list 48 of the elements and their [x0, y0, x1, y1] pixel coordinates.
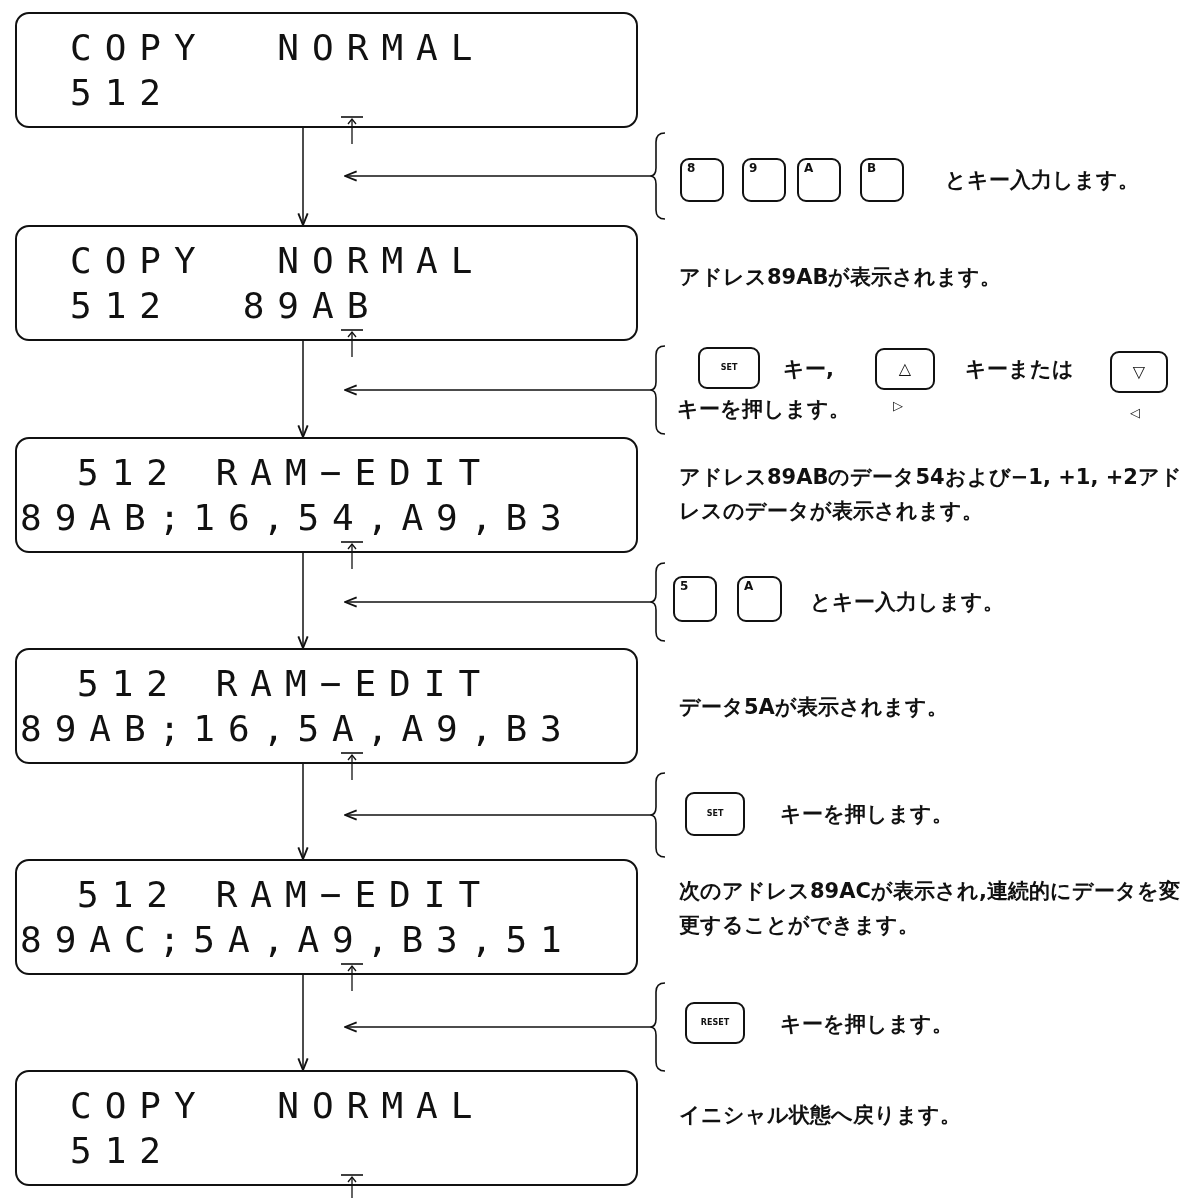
arrow	[344, 384, 651, 396]
arrow	[344, 170, 651, 182]
instruction-text: キーを押します。	[677, 396, 850, 423]
instruction-text: キーを押します。	[780, 1011, 953, 1038]
direction-symbol: ▷	[893, 397, 903, 415]
instruction-text: キーを押します。	[780, 801, 953, 828]
display-text: 512 RAM−EDIT	[77, 664, 494, 704]
display-text: 89AC;5A,A9,B3,51	[20, 920, 575, 960]
key-icon: 8	[680, 158, 724, 202]
key-icon: SET	[685, 792, 745, 836]
display-text: 89AB;16,5A,A9,B3	[20, 709, 575, 749]
arrow	[297, 127, 309, 226]
direction-symbol: ◁	[1130, 404, 1140, 422]
instruction-text: とキー入力します。	[945, 167, 1139, 194]
key-icon: RESET	[685, 1002, 745, 1044]
instruction-text: キーまたは	[965, 356, 1074, 383]
arrow	[297, 974, 309, 1071]
display-text: 89AB;16,54,A9,B3	[20, 498, 575, 538]
key-icon: △	[875, 348, 935, 390]
lcd-display	[15, 12, 638, 128]
key-icon: ▽	[1110, 351, 1168, 393]
arrow	[297, 552, 309, 649]
arrow	[297, 340, 309, 438]
description-text: アドレス89ABのデータ54および−1, +1, +2アドレスのデータが表示されます。	[679, 464, 1183, 525]
key-icon: A	[737, 576, 782, 622]
key-icon: SET	[698, 347, 760, 389]
display-text: 512	[70, 1131, 175, 1171]
instruction-text: とキー入力します。	[810, 589, 1004, 616]
display-text: 512 RAM−EDIT	[77, 453, 494, 493]
arrow	[344, 596, 651, 608]
instruction-text: キー,	[783, 356, 834, 383]
display-text: 512 RAM−EDIT	[77, 875, 494, 915]
description-text: アドレス89ABが表示されます。	[679, 264, 1003, 291]
display-text: COPY NORMAL	[70, 241, 486, 281]
key-icon: B	[860, 158, 904, 202]
description-text: 次のアドレス89ACが表示され,連続的にデータを変更することができます。	[679, 878, 1181, 939]
key-icon: 9	[742, 158, 786, 202]
display-text: COPY NORMAL	[70, 28, 486, 68]
arrow	[344, 1021, 651, 1033]
key-icon: A	[797, 158, 841, 202]
description-text: データ5Aが表示されます。	[679, 694, 949, 721]
description-text: イニシャル状態へ戻ります。	[679, 1102, 962, 1129]
display-text: COPY NORMAL	[70, 1086, 486, 1126]
arrow	[344, 809, 651, 821]
arrow	[297, 763, 309, 860]
display-text: 512	[70, 73, 175, 113]
key-icon: 5	[673, 576, 717, 622]
display-text: 512 89AB	[70, 286, 382, 326]
